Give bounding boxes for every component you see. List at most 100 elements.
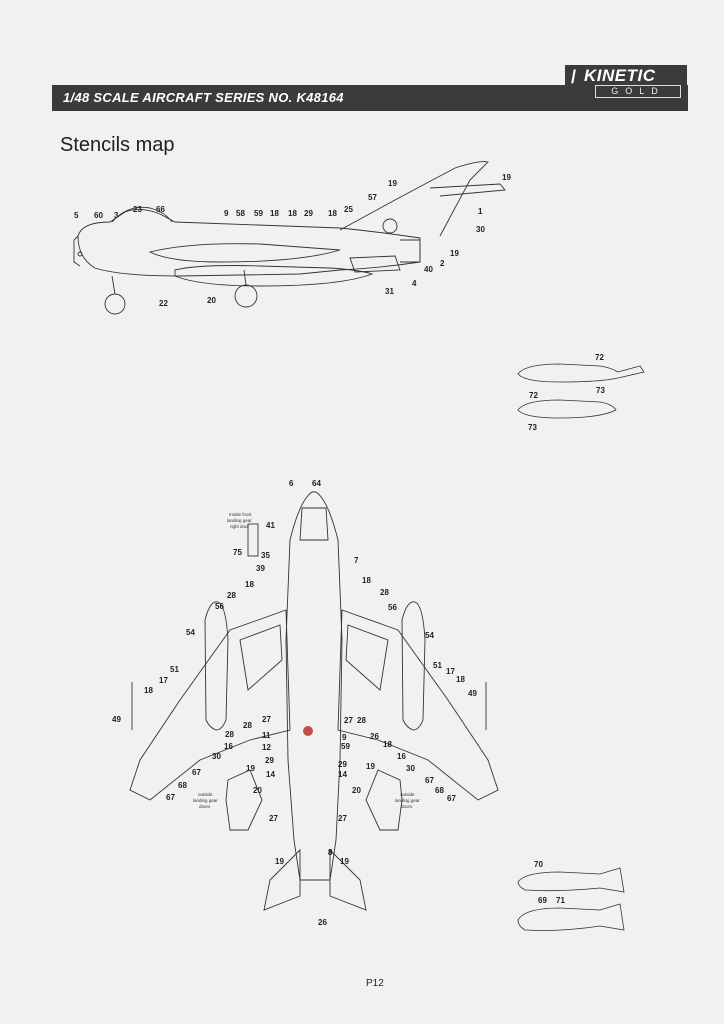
- callout: 56: [388, 603, 397, 612]
- callout: 11: [262, 731, 271, 740]
- callout: 67: [425, 776, 434, 785]
- plan-view-callouts: 6 64 41 75 35 39 18 28 56 54 51 17 18 49…: [112, 479, 477, 927]
- callout: 19: [275, 857, 284, 866]
- callout: 71: [556, 896, 565, 905]
- callout: 30: [406, 764, 415, 773]
- callout: 19: [340, 857, 349, 866]
- callout: 69: [538, 896, 547, 905]
- callout: 25: [344, 205, 353, 214]
- callout: 28: [227, 591, 236, 600]
- callout: 68: [178, 781, 187, 790]
- callout: 28: [380, 588, 389, 597]
- plan-view-aircraft: [129, 491, 499, 911]
- note-line: doors: [401, 804, 413, 809]
- callout: 16: [397, 752, 406, 761]
- callout: 18: [362, 576, 371, 585]
- callout: 64: [312, 479, 321, 488]
- callout: 7: [354, 556, 359, 565]
- callout: 23: [133, 205, 142, 214]
- callout: 26: [318, 918, 327, 927]
- callout: 9: [224, 209, 229, 218]
- callout: 14: [338, 770, 347, 779]
- side-view-aircraft: [73, 161, 506, 315]
- callout: 67: [166, 793, 175, 802]
- callout: 31: [385, 287, 394, 296]
- callout: 18: [270, 209, 279, 218]
- note-line: right door: [230, 524, 250, 529]
- callout: 18: [144, 686, 153, 695]
- note-line: doors: [199, 804, 211, 809]
- outside-gear-note-right: outside landing gear doors: [395, 792, 420, 809]
- note-line: outside: [198, 792, 213, 797]
- callout: 27: [262, 715, 271, 724]
- bomb-views: [517, 867, 625, 931]
- callout: 1: [478, 207, 483, 216]
- callout: 6: [289, 479, 294, 488]
- page-title: Stencils map: [60, 134, 175, 156]
- kinetic-logo: / KINETIC GOLD: [565, 65, 687, 99]
- callout: 51: [433, 661, 442, 670]
- callout: 28: [225, 730, 234, 739]
- callout: 60: [94, 211, 103, 220]
- callout: 18: [456, 675, 465, 684]
- note-line: landing gear: [227, 518, 252, 523]
- tank-callouts: 72 73 72 73: [528, 353, 605, 432]
- callout: 2: [440, 259, 445, 268]
- callout: 49: [468, 689, 477, 698]
- inside-door-note: Inside front landing gear right door: [227, 512, 252, 529]
- bomb-callouts: 70 69 71: [534, 860, 565, 905]
- callout: 27: [344, 716, 353, 725]
- callout: 56: [215, 602, 224, 611]
- callout: 29: [265, 756, 274, 765]
- callout: 73: [528, 423, 537, 432]
- callout: 4: [412, 279, 417, 288]
- callout: 75: [233, 548, 242, 557]
- outside-gear-note-left: outside landing gear doors: [193, 792, 218, 809]
- callout: 8: [328, 848, 333, 857]
- callout: 16: [224, 742, 233, 751]
- note-line: Inside front: [229, 512, 252, 517]
- tank-views: [517, 363, 645, 419]
- callout: 20: [253, 786, 262, 795]
- callout: 54: [425, 631, 434, 640]
- callout: 22: [159, 299, 168, 308]
- callout: 72: [529, 391, 538, 400]
- callout: 18: [288, 209, 297, 218]
- callout: 49: [112, 715, 121, 724]
- callout: 41: [266, 521, 275, 530]
- callout: 54: [186, 628, 195, 637]
- callout: 12: [262, 743, 271, 752]
- callout: 29: [304, 209, 313, 218]
- callout: 51: [170, 665, 179, 674]
- logo-brand: KINETIC: [584, 66, 656, 85]
- page-number: P12: [366, 978, 384, 989]
- callout: 59: [254, 209, 263, 218]
- callout: 27: [269, 814, 278, 823]
- callout: 40: [424, 265, 433, 274]
- callout: 70: [534, 860, 543, 869]
- callout: 29: [338, 760, 347, 769]
- callout: 57: [368, 193, 377, 202]
- callout: 58: [236, 209, 245, 218]
- callout: 20: [207, 296, 216, 305]
- callout: 27: [338, 814, 347, 823]
- callout: 19: [246, 764, 255, 773]
- side-view-callouts: 5 60 3 23 66 9 58 59 18 18 29 18 25 57 1…: [74, 173, 511, 308]
- logo-mark-icon: /: [571, 67, 577, 87]
- callout: 5: [74, 211, 79, 220]
- callout: 30: [212, 752, 221, 761]
- callout: 67: [192, 768, 201, 777]
- callout: 9: [342, 733, 347, 742]
- callout: 30: [476, 225, 485, 234]
- callout: 20: [352, 786, 361, 795]
- callout: 35: [261, 551, 270, 560]
- callout: 68: [435, 786, 444, 795]
- callout: 19: [388, 179, 397, 188]
- callout: 59: [341, 742, 350, 751]
- callout: 73: [596, 386, 605, 395]
- callout: 17: [446, 667, 455, 676]
- callout: 39: [256, 564, 265, 573]
- note-line: outside: [400, 792, 415, 797]
- callout: 28: [357, 716, 366, 725]
